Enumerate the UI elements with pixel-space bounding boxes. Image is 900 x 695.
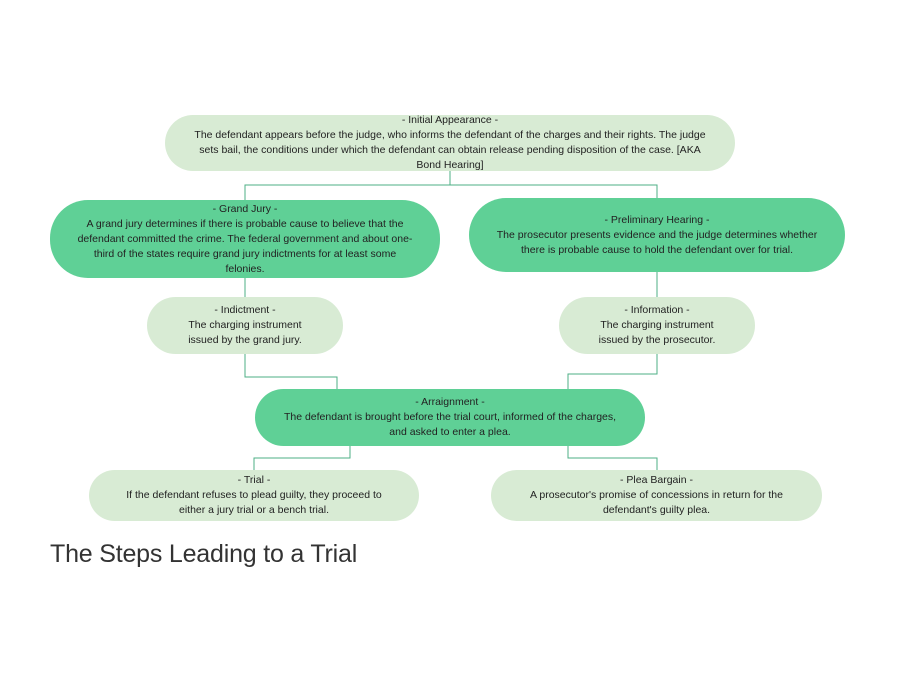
connector-initial-to-preliminary: [450, 184, 658, 198]
node-arraignment: - Arraignment - The defendant is brought…: [255, 389, 645, 446]
node-initial-appearance-title: - Initial Appearance -: [401, 114, 499, 126]
node-trial: - Trial - If the defendant refuses to pl…: [89, 470, 419, 521]
connector-arraignment-to-plea: [567, 446, 658, 470]
node-trial-title: - Trial -: [237, 474, 271, 486]
node-preliminary-hearing-text: The prosecutor presents evidence and the…: [496, 228, 818, 256]
node-grand-jury-title: - Grand Jury -: [212, 202, 278, 215]
connector-arraignment-to-trial: [253, 446, 351, 470]
node-indictment-text: The charging instrument issued by the gr…: [188, 319, 302, 346]
node-plea-bargain: - Plea Bargain - A prosecutor's promise …: [491, 470, 822, 521]
connector-indictment-to-arraignment: [244, 354, 338, 389]
page-title: The Steps Leading to a Trial: [50, 540, 358, 568]
node-grand-jury: - Grand Jury - A grand jury determines i…: [50, 200, 440, 278]
node-arraignment-title: - Arraignment -: [415, 396, 485, 408]
node-preliminary-hearing-title: - Preliminary Hearing -: [604, 213, 710, 226]
node-plea-bargain-title: - Plea Bargain -: [620, 474, 693, 486]
node-initial-appearance: - Initial Appearance - The defendant app…: [165, 114, 735, 171]
node-grand-jury-text: A grand jury determines if there is prob…: [77, 217, 413, 275]
node-arraignment-text: The defendant is brought before the tria…: [283, 411, 617, 438]
connector-initial-to-grand-jury: [244, 171, 451, 200]
node-information-text: The charging instrument issued by the pr…: [598, 319, 716, 346]
connector-information-to-arraignment: [567, 354, 658, 389]
node-information: - Information - The charging instrument …: [559, 297, 755, 354]
node-indictment-title: - Indictment -: [214, 304, 276, 316]
node-plea-bargain-text: A prosecutor's promise of concessions in…: [530, 489, 783, 516]
node-information-title: - Information -: [624, 304, 690, 316]
node-trial-text: If the defendant refuses to plead guilty…: [126, 489, 382, 516]
node-initial-appearance-text: The defendant appears before the judge, …: [194, 129, 706, 171]
node-preliminary-hearing: - Preliminary Hearing - The prosecutor p…: [469, 198, 845, 272]
node-indictment: - Indictment - The charging instrument i…: [147, 297, 343, 354]
